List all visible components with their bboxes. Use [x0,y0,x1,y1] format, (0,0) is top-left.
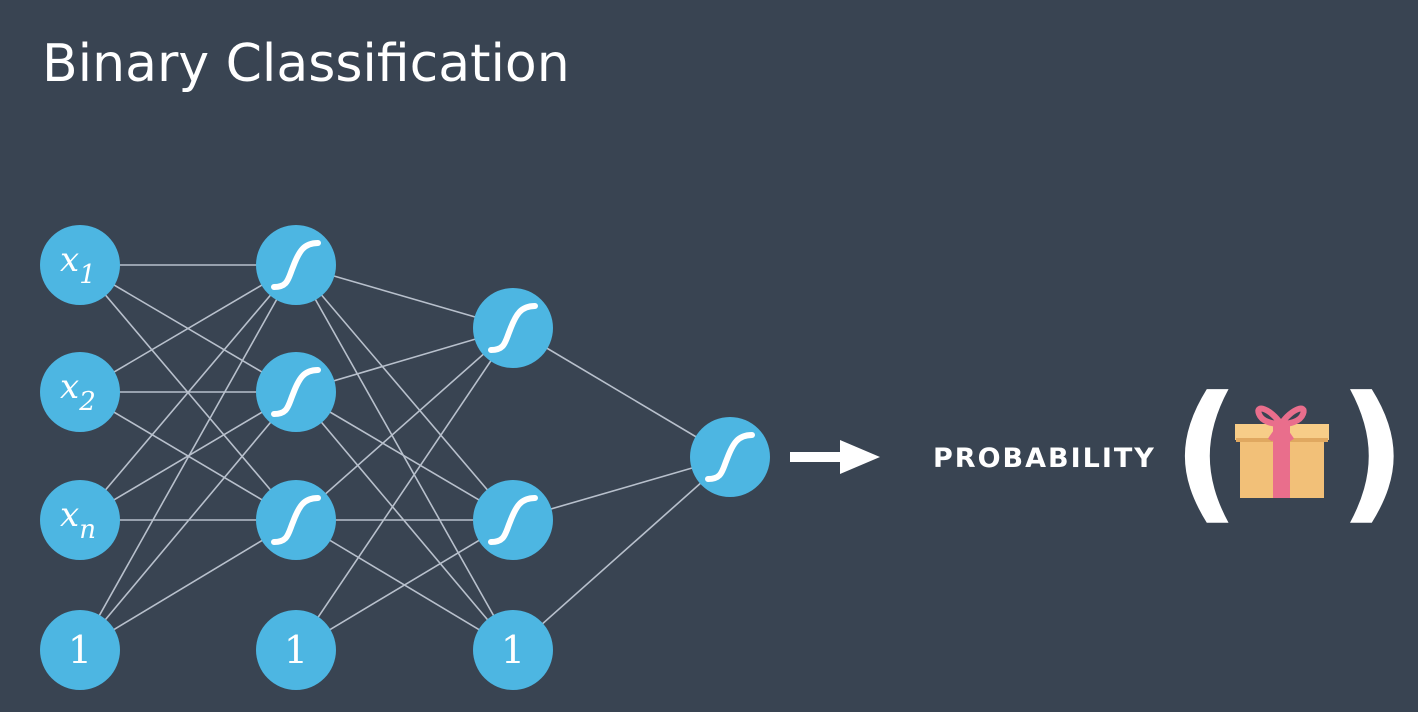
right-parenthesis: ) [1338,365,1407,539]
edge-hidden1-hidden2 [295,327,514,521]
edge-hidden1-hidden2 [295,519,514,651]
edge-input-hidden1 [79,391,297,651]
sigmoid-icon [488,495,538,545]
bias-node [40,610,120,690]
edge-hidden1-hidden2 [295,327,514,651]
input-node-label: x1 [60,240,96,290]
gift-icon [1235,405,1329,498]
page-title: Binary Classification [42,34,570,94]
sigmoid-icon [488,303,538,353]
sigmoid-icon [705,432,755,482]
edge-hidden1-hidden2 [295,264,514,651]
right-arrow-icon [790,440,880,474]
input-node-label: xn [60,495,96,545]
probability-label: PROBABILITY [933,443,1156,474]
bias-node-label: 1 [68,628,92,672]
input-node [40,352,120,432]
edge-input-hidden1 [79,519,297,651]
bias-node [473,610,553,690]
input-node [40,225,120,305]
sigmoid-icon [271,240,321,290]
edge-hidden2-output [512,456,731,651]
bias-node-label: 1 [501,628,525,672]
sigmoid-icon [271,495,321,545]
sigmoid-icon [271,367,321,417]
input-node-label: x2 [60,367,96,417]
left-parenthesis: ( [1172,365,1241,539]
edge-input-hidden1 [79,264,297,393]
edge-input-hidden1 [79,264,297,521]
edge-hidden2-output [512,327,731,458]
edge-input-hidden1 [79,264,297,651]
bias-node-label: 1 [284,628,308,672]
edge-hidden1-hidden2 [295,391,514,651]
edge-hidden1-hidden2 [295,264,514,521]
network-nodes: x1 x2 xn 1 1 1 [40,225,770,690]
bias-node [256,610,336,690]
input-node [40,480,120,560]
network-edges [79,264,731,651]
